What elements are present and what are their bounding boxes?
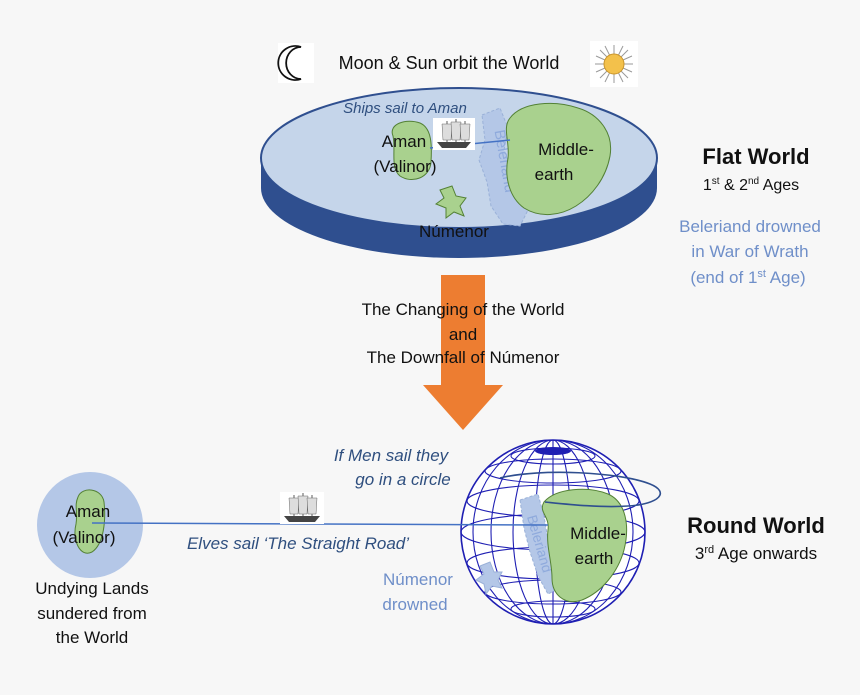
middle-earth-flat: [505, 102, 612, 215]
undying-lands-line2: sundered from: [37, 604, 147, 623]
sun-icon: [590, 41, 638, 87]
middle-earth-round: [541, 488, 628, 602]
numenor-drowned-line1: Númenor: [383, 570, 453, 589]
beleriand-drowned-line3: (end of 1st Age): [690, 268, 805, 287]
numenor-label-flat: Númenor: [419, 222, 489, 241]
round-world-ages: 3rd Age onwards: [695, 544, 817, 563]
flat-world-title: Flat World: [702, 144, 809, 169]
numenor-drowned-round: [475, 561, 503, 596]
middle-earth-label-flat-line2: earth: [535, 165, 574, 184]
aman-island-round: [74, 489, 106, 554]
undying-lands-line3: the World: [56, 628, 128, 647]
changing-line2: and: [449, 325, 477, 344]
changing-line1: The Changing of the World: [362, 300, 565, 319]
numenor-island-flat: [434, 185, 467, 219]
ships-sail-label: Ships sail to Aman: [343, 100, 467, 117]
middle-earth-label-round-line2: earth: [575, 549, 614, 568]
orbit-label: Moon & Sun orbit the World: [339, 53, 560, 73]
beleriand-drowned-line2: in War of Wrath: [691, 242, 808, 261]
round-world-title: Round World: [687, 513, 825, 538]
sailing-ship-icon: [433, 118, 475, 150]
flat-world-ages: 1st & 2nd Ages: [703, 176, 799, 194]
undying-lands-line1: Undying Lands: [35, 579, 148, 598]
men-sail-line1: If Men sail they: [334, 446, 450, 465]
aman-label-flat-line2: (Valinor): [374, 157, 437, 176]
crescent-moon-icon: [277, 43, 314, 83]
down-arrow-icon: [423, 275, 503, 430]
men-sail-line2: go in a circle: [355, 470, 450, 489]
aman-label-round-line1: Aman: [66, 502, 110, 521]
changing-line3: The Downfall of Númenor: [367, 348, 560, 367]
beleriand-drowned-line1: Beleriand drowned: [679, 217, 821, 236]
sailing-ship-icon-straight-road: [280, 492, 324, 524]
aman-island-flat: [391, 120, 432, 180]
circular-sail-path: [499, 471, 662, 508]
aman-label-round-line2: (Valinor): [53, 528, 116, 547]
aman-label-flat-line1: Aman: [382, 132, 426, 151]
middle-earth-label-flat-line1: Middle-: [538, 140, 594, 159]
straight-road-label: Elves sail ‘The Straight Road’: [187, 534, 409, 553]
middle-earth-label-round-line1: Middle-: [570, 524, 626, 543]
numenor-drowned-line2: drowned: [382, 595, 447, 614]
